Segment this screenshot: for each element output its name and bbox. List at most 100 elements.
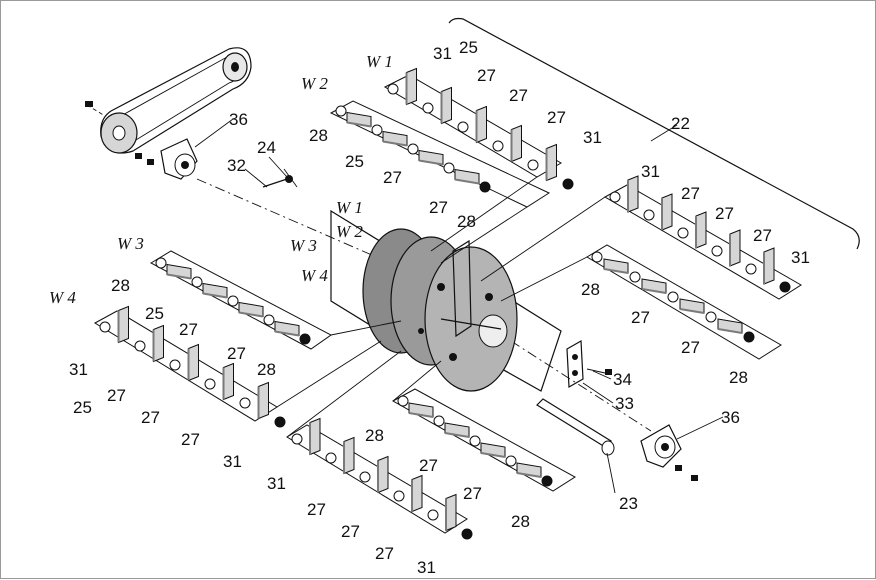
label-28: 28	[729, 368, 748, 387]
label-28: 28	[457, 212, 476, 231]
label-27: 27	[429, 198, 448, 217]
label-27: 27	[341, 522, 360, 541]
label-22: 22	[671, 114, 690, 133]
label-27: 27	[463, 484, 482, 503]
label-34: 34	[613, 370, 632, 389]
roller-washer	[227, 295, 239, 307]
link-line	[392, 360, 442, 402]
roller-washer	[387, 83, 399, 95]
paddle-blade	[695, 211, 707, 249]
label-25: 25	[73, 398, 92, 417]
roller-washer	[705, 311, 717, 323]
paddle-edge	[679, 308, 705, 314]
leader-lines	[194, 118, 724, 494]
label-28: 28	[581, 280, 600, 299]
strip-outline	[383, 74, 562, 178]
end-nut	[779, 281, 791, 293]
roller-washer	[393, 490, 405, 502]
paddle-blade	[377, 455, 389, 494]
label-31: 31	[433, 44, 452, 63]
label-w2-drum: W 2	[336, 222, 363, 241]
paddle-blade	[763, 247, 775, 285]
bracket-33	[566, 339, 612, 389]
paddle-blade	[406, 67, 417, 106]
drum-assembly	[330, 209, 562, 392]
label-w4: W 4	[49, 288, 76, 307]
label-25: 25	[459, 38, 478, 57]
roller-washer	[191, 276, 203, 288]
roller-washer	[469, 435, 481, 447]
label-36-bottom: 36	[721, 408, 740, 427]
label-28: 28	[511, 512, 530, 531]
label-27: 27	[547, 108, 566, 127]
shaft-axis-right	[510, 340, 652, 432]
roller-washer	[239, 397, 251, 409]
paddle-blade	[441, 86, 452, 125]
label-27: 27	[307, 500, 326, 519]
roller-washer	[711, 245, 723, 257]
paddle-blade	[223, 362, 234, 401]
end-nut	[479, 181, 491, 193]
label-25: 25	[345, 152, 364, 171]
paddle-blade	[445, 493, 457, 532]
label-w3-drum: W 3	[290, 236, 317, 255]
label-27: 27	[181, 430, 200, 449]
paddle-edge	[346, 121, 372, 128]
label-27: 27	[141, 408, 160, 427]
label-28: 28	[111, 276, 130, 295]
link-line	[500, 256, 588, 302]
roller-washer	[325, 452, 337, 464]
label-32: 32	[227, 156, 246, 175]
roller-washer	[629, 271, 641, 283]
roller-washer	[745, 263, 757, 275]
paddle-edge	[418, 159, 444, 166]
label-31: 31	[583, 128, 602, 147]
paddle-edge	[641, 288, 667, 294]
roller-washer	[433, 415, 445, 427]
label-w1: W 1	[366, 52, 393, 71]
paddle-blade	[153, 324, 164, 363]
roller-washer	[457, 121, 469, 133]
link-line	[480, 196, 606, 282]
paddle-edge	[274, 330, 300, 337]
paddle-edge	[382, 140, 408, 147]
paddle-edge	[444, 432, 470, 438]
label-27: 27	[179, 320, 198, 339]
label-36-top: 36	[229, 110, 248, 129]
label-w2: W 2	[301, 74, 328, 93]
paddle-edge	[166, 273, 192, 280]
link-line	[286, 350, 402, 438]
label-24: 24	[257, 138, 276, 157]
label-33: 33	[615, 394, 634, 413]
roller-washer	[505, 455, 517, 467]
label-23: 23	[619, 494, 638, 513]
shaft-axis-left	[196, 178, 382, 260]
label-27: 27	[477, 66, 496, 85]
paddle-blade	[627, 175, 639, 213]
label-27: 27	[509, 86, 528, 105]
label-31: 31	[69, 360, 88, 379]
label-28: 28	[365, 426, 384, 445]
paddle-edge	[480, 452, 506, 458]
end-nut	[274, 416, 286, 428]
paddle-edge	[408, 412, 434, 418]
roller-washer	[359, 471, 371, 483]
end-nut	[299, 333, 311, 345]
roller-washer	[677, 227, 689, 239]
label-28: 28	[257, 360, 276, 379]
label-27: 27	[375, 544, 394, 563]
roller-washer	[204, 378, 216, 390]
label-27: 27	[715, 204, 734, 223]
paddle-blade	[258, 381, 269, 420]
bolt-small	[262, 168, 298, 188]
paddle-edge	[454, 178, 480, 185]
paddle-edge	[717, 328, 743, 334]
roller-washer	[155, 257, 167, 269]
bearing-block-bottom	[640, 424, 698, 481]
roller-washer	[291, 433, 303, 445]
paddle-blade	[729, 229, 741, 267]
label-w4-drum: W 4	[301, 266, 328, 285]
roller-washer	[427, 509, 439, 521]
strip-outline	[603, 184, 802, 300]
